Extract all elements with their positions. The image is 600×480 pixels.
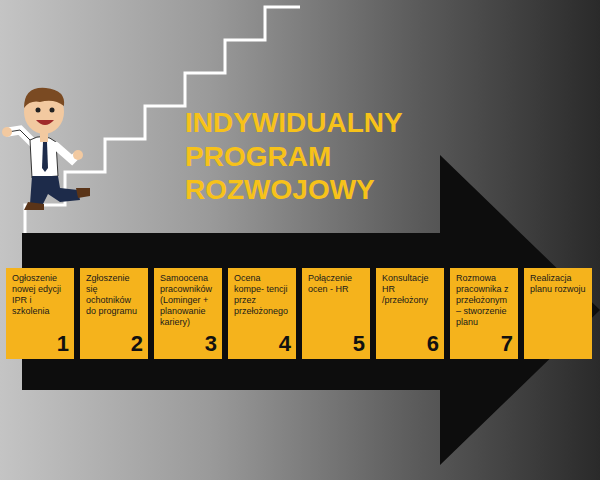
diagram-title: INDYWIDUALNY PROGRAM ROZWOJOWY [185,106,445,207]
step-text: Ocena kompe- tencji przez przełożonego [234,273,291,317]
step-number: 2 [86,333,143,355]
step-text: Realizacja planu rozwoju [530,273,587,295]
step-text: Zgłoszenie się ochotników do programu [86,273,143,317]
step-box: Konsultacje HR /przełożony 6 [376,268,444,359]
step-number: 7 [456,333,513,355]
step-text: Samoocena pracowników (Lominger + planow… [160,273,217,328]
step-box: Połączenie ocen - HR 5 [302,268,370,359]
step-text: Ogłoszenie nowej edycji IPR i szkolenia [12,273,69,317]
step-box: Realizacja planu rozwoju [524,268,592,359]
step-box: Ocena kompe- tencji przez przełożonego 4 [228,268,296,359]
step-number: 6 [382,333,439,355]
step-text: Konsultacje HR /przełożony [382,273,439,306]
step-text: Rozmowa pracownika z przełożonym – stwor… [456,273,513,328]
step-text: Połączenie ocen - HR [308,273,365,295]
step-number: 4 [234,333,291,355]
step-box: Samoocena pracowników (Lominger + planow… [154,268,222,359]
step-number: 1 [12,333,69,355]
step-number: 5 [308,333,365,355]
step-box: Zgłoszenie się ochotników do programu 2 [80,268,148,359]
cartoon-man [2,88,90,210]
step-box: Ogłoszenie nowej edycji IPR i szkolenia 1 [6,268,74,359]
step-number: 3 [160,333,217,355]
step-box: Rozmowa pracownika z przełożonym – stwor… [450,268,518,359]
